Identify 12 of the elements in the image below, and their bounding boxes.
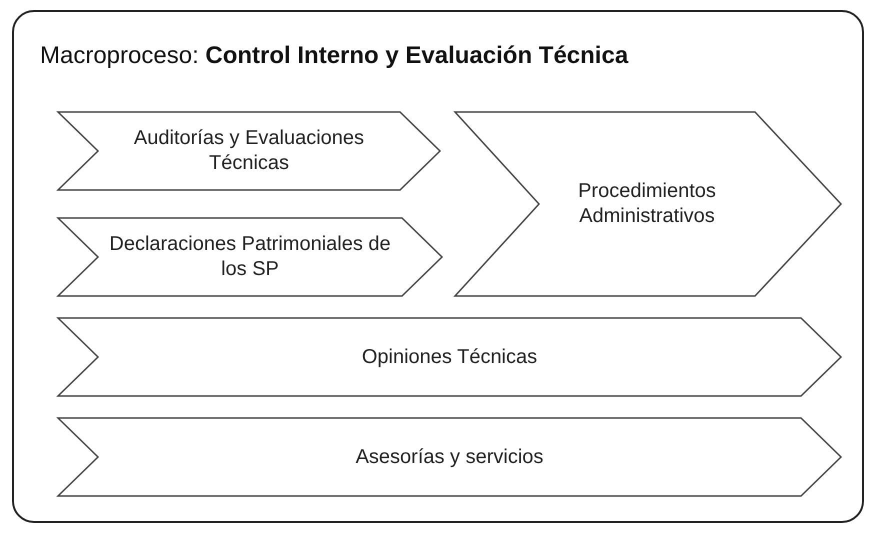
chevron-label: Procedimientos Administrativos: [577, 179, 717, 229]
chevron-shape: [455, 112, 841, 296]
chevron-shape: [58, 418, 841, 496]
chevron-shape: [58, 318, 841, 396]
chevron-label: Opiniones Técnicas: [362, 344, 538, 370]
chevron-label: Declaraciones Patrimoniales de los SP: [108, 232, 392, 282]
heading: Macroproceso: Control Interno y Evaluación Técnica: [40, 42, 628, 70]
chevron-label: Auditorías y Evaluaciones Técnicas: [132, 126, 366, 176]
chevron-shape: [58, 112, 440, 190]
frame-box: [12, 10, 864, 523]
chevron-label: Asesorías y servicios: [356, 444, 544, 470]
chevron-shape: [58, 218, 442, 296]
